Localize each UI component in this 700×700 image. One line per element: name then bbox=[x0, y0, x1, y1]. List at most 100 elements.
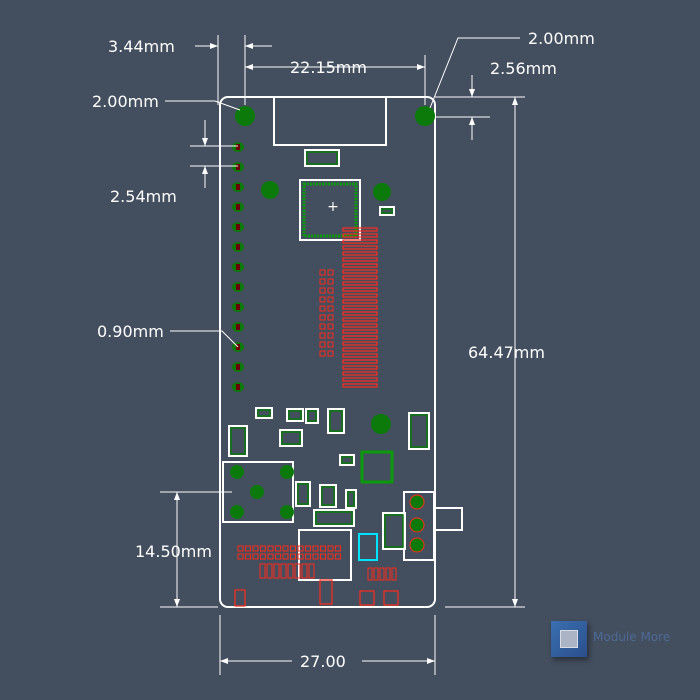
red-small-pad bbox=[327, 323, 334, 330]
red-resistor bbox=[301, 563, 308, 579]
red-small-pad bbox=[327, 332, 334, 339]
component-outline bbox=[382, 512, 406, 550]
red-small-pad bbox=[327, 287, 334, 294]
red-small-pad bbox=[245, 545, 251, 552]
dim-board-width: 27.00 bbox=[300, 652, 346, 671]
component-outline bbox=[304, 149, 340, 167]
mounting-hole bbox=[261, 181, 279, 199]
red-small-pad bbox=[237, 553, 244, 560]
red-small-pad bbox=[319, 341, 326, 348]
dim-hole-dia-left: 2.00mm bbox=[92, 92, 159, 111]
red-small-pad bbox=[327, 314, 334, 321]
red-pad-finger bbox=[342, 335, 378, 340]
red-small-pad bbox=[320, 545, 326, 552]
highlighted-component bbox=[358, 533, 378, 561]
red-small-pad bbox=[320, 553, 326, 560]
red-pad-finger bbox=[342, 269, 378, 274]
red-small-pad bbox=[260, 545, 266, 552]
red-pad-finger bbox=[342, 281, 378, 286]
red-small-pad bbox=[245, 553, 251, 560]
red-small-pad bbox=[305, 553, 311, 560]
red-pad-finger bbox=[342, 377, 378, 382]
component-pad bbox=[257, 409, 271, 417]
red-small-pad bbox=[282, 545, 289, 552]
red-small-pad bbox=[312, 545, 319, 552]
dim-left-offset: 3.44mm bbox=[108, 37, 175, 56]
dim-pin-dia: 0.90mm bbox=[97, 322, 164, 341]
red-pad-finger bbox=[342, 257, 378, 262]
component-pad bbox=[288, 410, 302, 420]
red-resistor bbox=[280, 563, 287, 579]
component-outline bbox=[345, 489, 357, 509]
red-pad-finger bbox=[342, 227, 378, 232]
red-small-pad bbox=[237, 545, 244, 552]
red-small-pad bbox=[297, 545, 304, 552]
component-outline bbox=[295, 481, 311, 507]
red-small-pad bbox=[260, 553, 266, 560]
red-small-pad bbox=[319, 287, 326, 294]
component-outline bbox=[279, 429, 303, 447]
switch-pad bbox=[409, 494, 425, 510]
red-small-pad bbox=[275, 545, 281, 552]
red-pad-finger bbox=[342, 317, 378, 322]
component-outline bbox=[228, 425, 248, 457]
red-resistor bbox=[373, 567, 379, 581]
red-large-pad bbox=[234, 589, 246, 607]
dim-hole-dia-right: 2.00mm bbox=[528, 29, 595, 48]
red-pad-finger bbox=[342, 293, 378, 298]
red-pad-finger bbox=[342, 323, 378, 328]
red-resistor bbox=[391, 567, 397, 581]
header-pin-hole bbox=[236, 244, 240, 250]
component-pad bbox=[329, 410, 343, 432]
header-pin-hole bbox=[236, 184, 240, 190]
component-pad bbox=[341, 456, 353, 464]
red-small-pad bbox=[252, 545, 259, 552]
red-small-pad bbox=[319, 269, 326, 276]
antenna-area bbox=[273, 96, 387, 146]
red-small-pad bbox=[297, 553, 304, 560]
red-pad-finger bbox=[342, 329, 378, 334]
header-pin-hole bbox=[236, 224, 240, 230]
red-small-pad bbox=[267, 553, 274, 560]
mounting-hole bbox=[235, 106, 255, 126]
red-pad-finger bbox=[342, 311, 378, 316]
red-small-pad bbox=[319, 350, 326, 357]
red-large-pad bbox=[359, 590, 375, 606]
header-pin-hole bbox=[236, 264, 240, 270]
mcu-chip bbox=[299, 179, 361, 241]
red-pad-finger bbox=[342, 365, 378, 370]
red-pad-finger bbox=[342, 251, 378, 256]
red-pad-finger bbox=[342, 353, 378, 358]
component-pad bbox=[281, 431, 301, 445]
red-resistor bbox=[266, 563, 273, 579]
red-pad-finger bbox=[342, 341, 378, 346]
header-pin-hole bbox=[236, 324, 240, 330]
red-small-pad bbox=[335, 545, 341, 552]
component-pad bbox=[347, 491, 355, 507]
red-pad-finger bbox=[342, 287, 378, 292]
component-pad bbox=[381, 208, 393, 214]
header-pin-hole bbox=[236, 304, 240, 310]
header-pin-hole bbox=[236, 384, 240, 390]
red-large-pad bbox=[319, 579, 333, 605]
component-outline bbox=[305, 408, 319, 424]
red-small-pad bbox=[335, 553, 341, 560]
component-pad bbox=[306, 151, 338, 165]
red-small-pad bbox=[290, 545, 296, 552]
red-pad-finger bbox=[342, 233, 378, 238]
mcu-center-mark: + bbox=[327, 199, 339, 215]
red-small-pad bbox=[327, 296, 334, 303]
small-ic bbox=[360, 450, 394, 484]
red-small-pad bbox=[327, 305, 334, 312]
component-outline bbox=[379, 206, 395, 216]
red-small-pad bbox=[252, 553, 259, 560]
red-pad-finger bbox=[342, 245, 378, 250]
component-outline bbox=[313, 509, 355, 527]
switch-lever bbox=[433, 507, 463, 531]
red-resistor bbox=[273, 563, 280, 579]
mounting-hole bbox=[371, 414, 391, 434]
component-outline bbox=[255, 407, 273, 419]
watermark-text: Module More bbox=[593, 630, 671, 644]
red-resistor bbox=[294, 563, 301, 579]
